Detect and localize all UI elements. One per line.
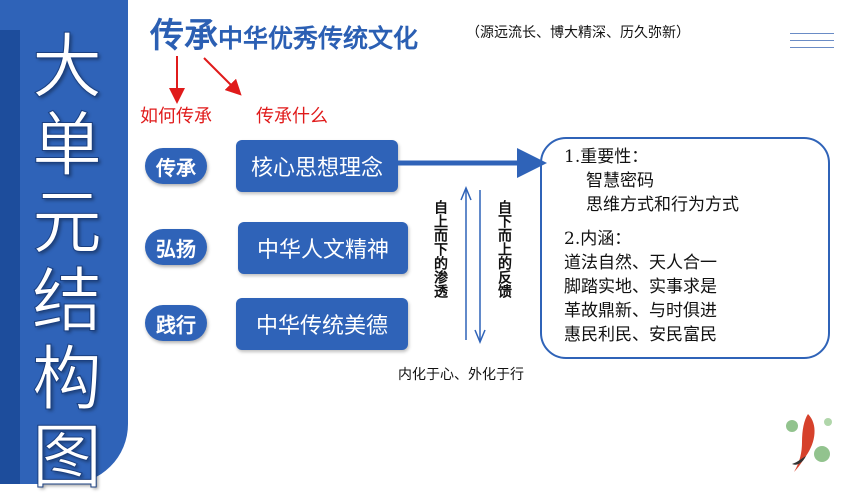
- info-item: 革故鼎新、与时俱进: [564, 301, 717, 321]
- info-heading: 2.内涵：: [564, 229, 632, 249]
- concept-box: 中华人文精神: [238, 222, 408, 274]
- verb-pill: 传承: [145, 148, 207, 184]
- page-title: 传承中华优秀传统文化: [150, 8, 418, 57]
- info-item: 思维方式和行为方式: [586, 195, 739, 215]
- title-sub: 中华优秀传统文化: [218, 24, 419, 53]
- sidebar-title-char: 大: [32, 26, 103, 108]
- bottom-up-label: 自下而上的反馈: [496, 200, 512, 298]
- red-arrow-what: [203, 57, 242, 96]
- label-what: 传承什么: [256, 106, 328, 127]
- down-arrow-head: [474, 329, 486, 344]
- title-note: （源远流长、博大精深、历久弥新）: [466, 25, 690, 41]
- info-item: 惠民利民、安民富民: [564, 325, 717, 345]
- bottom-caption: 内化于心、外化于行: [398, 367, 524, 383]
- sidebar-title-char: 图: [32, 416, 103, 498]
- title-main: 传承: [150, 16, 218, 56]
- label-how: 如何传承: [140, 106, 212, 127]
- sidebar-panel: [0, 0, 128, 484]
- concept-box: 中华传统美德: [236, 298, 408, 350]
- sidebar-strip: [0, 30, 20, 484]
- concept-box: 核心思想理念: [236, 140, 398, 192]
- verb-pill: 弘扬: [145, 229, 207, 265]
- verb-pill: 践行: [145, 305, 207, 341]
- sidebar-title-char: 结: [32, 260, 103, 342]
- info-box: 1.重要性： 智慧密码 思维方式和行为方式 2.内涵： 道法自然、天人合一 脚踏…: [540, 137, 830, 359]
- koi-fish-icon: [786, 414, 832, 472]
- top-down-label: 自上而下的渗透: [432, 200, 448, 298]
- up-arrow-head: [460, 186, 472, 201]
- sidebar-title: 大 单 元 结 构 图: [22, 26, 112, 498]
- decorative-lines: [790, 33, 834, 54]
- info-heading: 1.重要性：: [564, 147, 649, 167]
- info-item: 道法自然、天人合一: [564, 253, 717, 273]
- info-item: 智慧密码: [586, 171, 654, 191]
- sidebar-title-char: 元: [32, 182, 103, 264]
- arrows-layer: [169, 56, 547, 344]
- info-item: 脚踏实地、实事求是: [564, 277, 717, 297]
- sidebar-title-char: 单: [32, 104, 103, 186]
- sidebar-title-char: 构: [32, 338, 103, 420]
